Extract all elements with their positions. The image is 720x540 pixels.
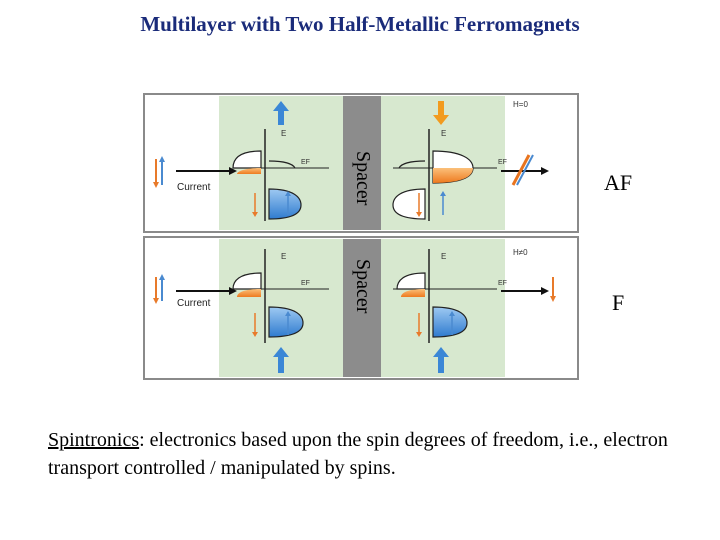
caption-term: Spintronics (48, 429, 140, 451)
spintronics-caption: Spintronics: electronics based upon the … (48, 426, 688, 482)
fermi-level-label: EF (301, 159, 310, 166)
energy-axis-label: E (281, 129, 286, 138)
spacer-layer (343, 96, 381, 230)
field-label: H=0 (513, 100, 528, 109)
spacer-layer (343, 239, 381, 377)
arrow-up-icon (433, 347, 449, 373)
current-label: Current (177, 182, 211, 193)
caption-text: : electronics based upon the spin degree… (48, 429, 668, 479)
arrow-down-icon (433, 101, 449, 125)
multilayer-diagram: Current E EF Spacer E (143, 93, 579, 380)
panel-parallel: Current E EF Spacer E EF (143, 236, 579, 380)
spin-small-arrows-icon (252, 311, 291, 337)
spin-up-down-icon (550, 277, 556, 302)
spacer-label: Spacer (352, 151, 374, 206)
current-arrow-icon (501, 287, 549, 295)
arrow-up-icon (273, 347, 289, 373)
energy-axis-label: E (441, 252, 446, 261)
fermi-level-label: EF (498, 159, 507, 166)
spin-small-arrows-icon (416, 191, 446, 217)
spin-small-arrows-icon (252, 191, 291, 217)
field-label: H≠0 (513, 248, 528, 257)
current-label: Current (177, 298, 211, 309)
ferromagnetic-label: F (612, 290, 625, 315)
page-title: Multilayer with Two Half-Metallic Ferrom… (140, 12, 580, 36)
antiferromagnetic-label: AF (604, 170, 633, 195)
spin-up-down-icon (153, 274, 165, 304)
blocked-current-icon (501, 154, 549, 186)
fermi-level-label: EF (498, 280, 507, 287)
panel-antiparallel: Current E EF Spacer E (143, 93, 579, 233)
spacer-label: Spacer (352, 259, 374, 314)
energy-axis-label: E (281, 252, 286, 261)
energy-axis-label: E (441, 129, 446, 138)
spin-small-arrows-icon (416, 311, 455, 337)
arrow-up-icon (273, 101, 289, 125)
current-arrow-icon (176, 167, 237, 175)
fermi-level-label: EF (301, 280, 310, 287)
spin-up-down-icon (153, 156, 165, 188)
current-arrow-icon (176, 287, 237, 295)
